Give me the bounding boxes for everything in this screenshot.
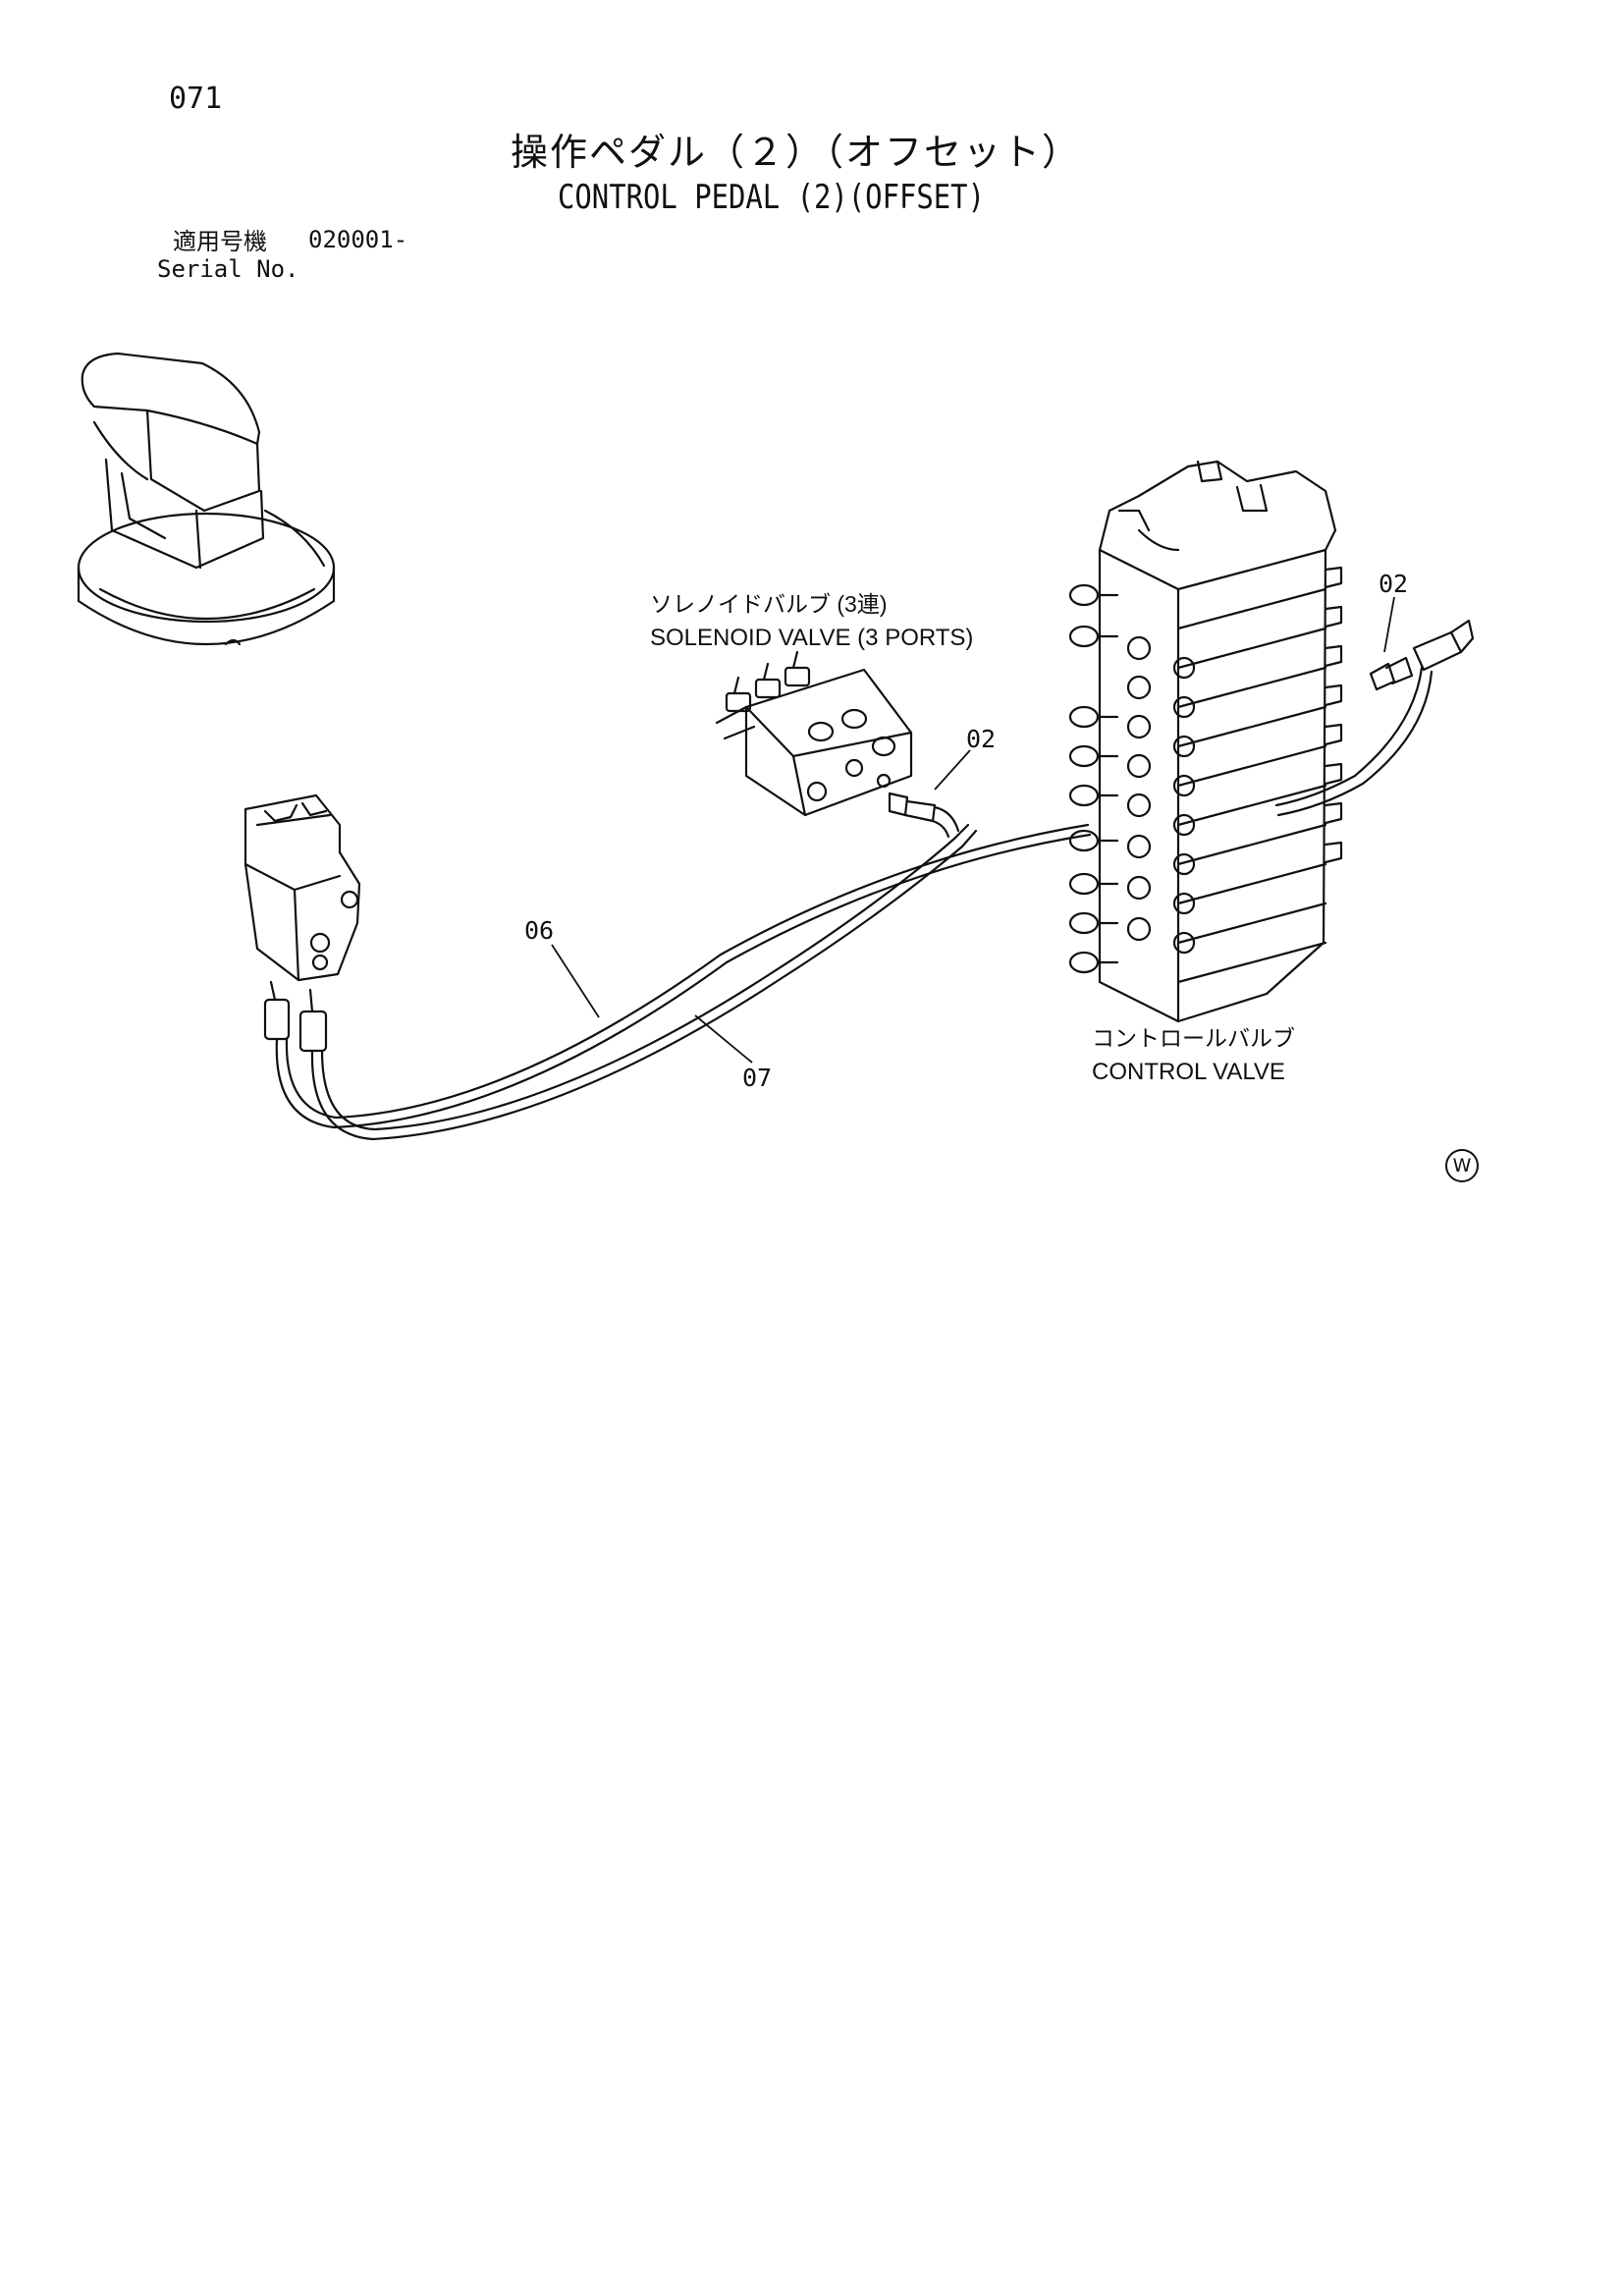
pedal-valve-illustration <box>243 793 361 1053</box>
callout-02-right: 02 <box>1379 570 1409 598</box>
adapter-02-right <box>1274 619 1475 817</box>
title-english: CONTROL PEDAL (2)(OFFSET) <box>558 178 985 217</box>
title-japanese: 操作ペダル（２）（オフセット） <box>511 131 1082 174</box>
callout-02-center: 02 <box>966 725 997 753</box>
serial-label-english: Serial No. <box>157 255 299 283</box>
solenoid-valve-label-english: SOLENOID VALVE (3 PORTS) <box>650 625 974 651</box>
solenoid-valve-illustration <box>715 650 913 817</box>
hose-07 <box>310 823 978 1141</box>
control-valve-label-english: CONTROL VALVE <box>1092 1059 1285 1085</box>
callout-07: 07 <box>742 1064 773 1092</box>
callout-06: 06 <box>524 916 555 945</box>
control-pedal-illustration <box>77 352 336 646</box>
watermark-w-icon: W <box>1445 1149 1479 1182</box>
adapter-02-center <box>888 792 960 839</box>
page-number: 071 <box>169 82 223 116</box>
serial-label-japanese: 適用号機 <box>173 228 267 255</box>
hose-06 <box>275 823 1092 1129</box>
control-valve-illustration <box>1068 460 1343 1023</box>
serial-value: 020001- <box>308 226 408 253</box>
control-valve-label-japanese: コントロールバルブ <box>1092 1025 1295 1051</box>
solenoid-valve-label-japanese: ソレノイドバルブ (3連) <box>650 591 888 617</box>
